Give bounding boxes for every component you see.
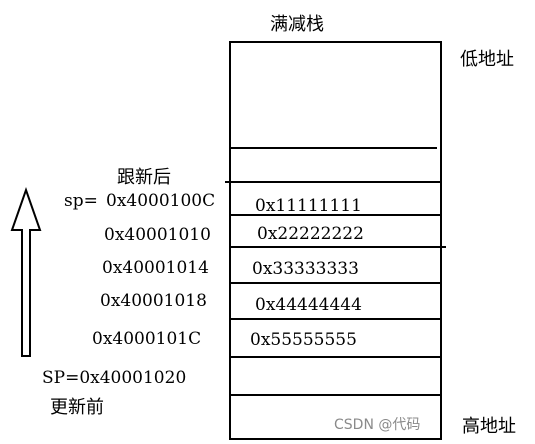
stack-value: 0x22222222 xyxy=(257,224,364,244)
diagram-title: 满减栈 xyxy=(270,14,324,35)
sp-before-label: SP=0x40001020 xyxy=(42,368,187,388)
before-update-label: 更新前 xyxy=(50,397,104,418)
sp-after-label: sp= xyxy=(64,191,98,211)
stack-value: 0x55555555 xyxy=(250,330,357,350)
address-label: 0x4000101C xyxy=(92,329,202,349)
low-address-label: 低地址 xyxy=(460,49,514,70)
after-update-label: 跟新后 xyxy=(117,167,171,188)
stack-value: 0x44444444 xyxy=(255,295,362,315)
address-label: 0x40001014 xyxy=(102,258,209,278)
address-label: 0x4000100C xyxy=(106,191,216,211)
up-arrow-icon xyxy=(10,186,42,357)
address-label: 0x40001010 xyxy=(104,225,211,245)
stack-value: 0x33333333 xyxy=(252,259,359,279)
address-label: 0x40001018 xyxy=(100,291,207,311)
high-address-label: 高地址 xyxy=(462,416,516,437)
csdn-watermark: CSDN @代码 xyxy=(334,417,421,433)
stack-value: 0x11111111 xyxy=(255,196,362,216)
stack-outline xyxy=(229,41,442,440)
